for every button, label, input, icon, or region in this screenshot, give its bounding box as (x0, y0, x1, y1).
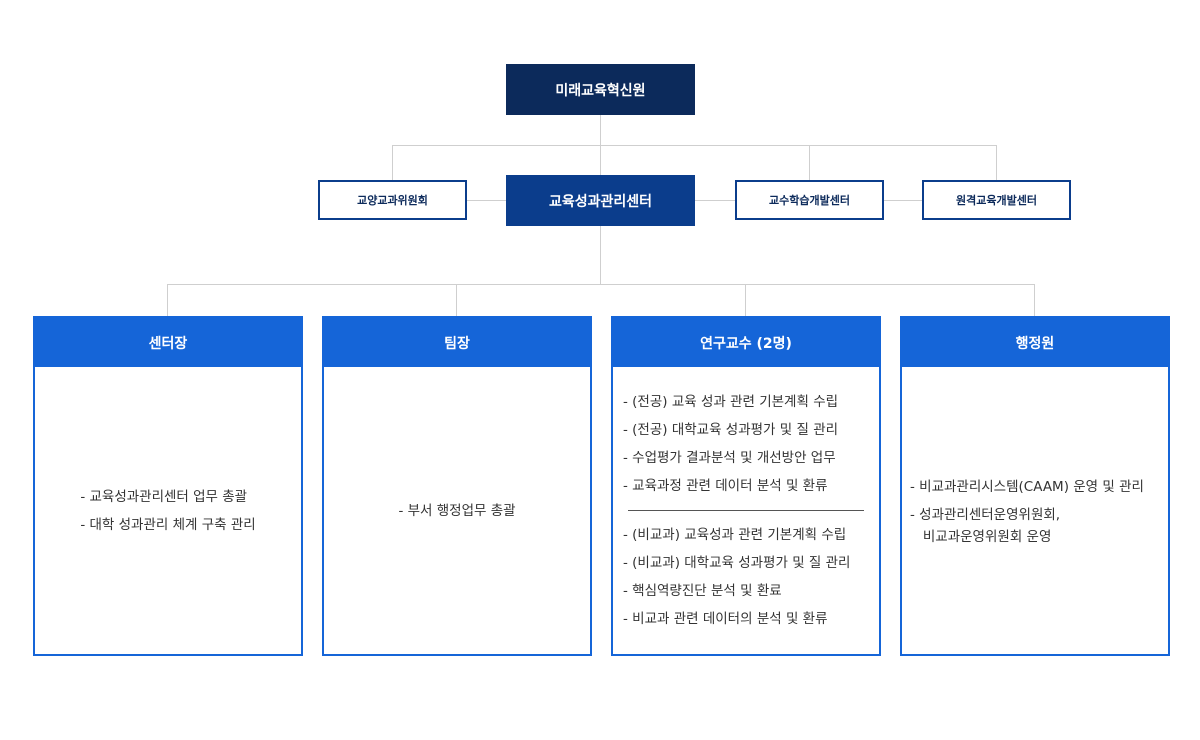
role-card-body: - 부서 행정업무 총괄 (324, 367, 590, 654)
duty-item: - 대학 성과관리 체계 구축 관리 (80, 516, 256, 533)
role-card-body: - 교육성과관리센터 업무 총괄 - 대학 성과관리 체계 구축 관리 (35, 367, 301, 654)
role-card-research-professor: 연구교수 (2명) - (전공) 교육 성과 관련 기본계획 수립 - (전공)… (611, 316, 881, 656)
top-org-label: 미래교육혁신원 (555, 82, 646, 99)
connector-lower-horizontal (167, 284, 1035, 285)
connector-drop-card-1 (167, 284, 168, 316)
duty-item: - 비교과관리시스템(CAAM) 운영 및 관리 (910, 479, 1144, 495)
role-card-title: 센터장 (148, 335, 188, 352)
duty-item: - (비교과) 대학교육 성과평가 및 질 관리 (623, 555, 851, 571)
side-org-box-right-1: 교수학습개발센터 (735, 180, 884, 220)
connector-mid-horizontal (467, 200, 923, 201)
duty-item: - 비교과 관련 데이터의 분석 및 환류 (623, 611, 828, 627)
duty-item: - 핵심역량진단 분석 및 환료 (623, 583, 782, 599)
duty-item-multiline: - 성과관리센터운영위원회, 비교과운영위원회 운영 (910, 507, 1061, 545)
side-org-label-right-1: 교수학습개발센터 (769, 194, 850, 207)
center-org-label: 교육성과관리센터 (548, 193, 653, 210)
role-card-header: 행정원 (902, 318, 1168, 367)
side-org-label-right-2: 원격교육개발센터 (956, 194, 1037, 207)
role-card-header: 팀장 (324, 318, 590, 367)
role-card-header: 연구교수 (2명) (613, 318, 879, 367)
connector-drop-card-4 (1034, 284, 1035, 316)
duty-item: - 부서 행정업무 총괄 (398, 502, 516, 519)
connector-drop-card-2 (456, 284, 457, 316)
duty-item: - 교육과정 관련 데이터 분석 및 환류 (623, 478, 828, 494)
role-card-body: - (전공) 교육 성과 관련 기본계획 수립 - (전공) 대학교육 성과평가… (613, 367, 879, 654)
connector-drop-card-3 (745, 284, 746, 316)
top-org-box: 미래교육혁신원 (506, 64, 695, 115)
connector-drop-right-2 (996, 145, 997, 180)
role-card-title: 연구교수 (2명) (700, 335, 792, 352)
role-card-team-leader: 팀장 - 부서 행정업무 총괄 (322, 316, 592, 656)
role-card-header: 센터장 (35, 318, 301, 367)
side-org-box-right-2: 원격교육개발센터 (922, 180, 1071, 220)
role-card-administrator: 행정원 - 비교과관리시스템(CAAM) 운영 및 관리 - 성과관리센터운영위… (900, 316, 1170, 656)
role-card-center-head: 센터장 - 교육성과관리센터 업무 총괄 - 대학 성과관리 체계 구축 관리 (33, 316, 303, 656)
center-org-box: 교육성과관리센터 (506, 175, 695, 226)
duty-item: - (비교과) 교육성과 관련 기본계획 수립 (623, 527, 847, 543)
connector-upper-horizontal (392, 145, 997, 146)
group-divider (628, 510, 864, 511)
role-card-body: - 비교과관리시스템(CAAM) 운영 및 관리 - 성과관리센터운영위원회, … (902, 367, 1168, 654)
connector-center-down (600, 226, 601, 284)
duty-item: - 교육성과관리센터 업무 총괄 (80, 488, 248, 505)
connector-drop-right-1 (809, 145, 810, 180)
connector-drop-left (392, 145, 393, 180)
side-org-box-left: 교양교과위원회 (318, 180, 467, 220)
duty-item: - (전공) 대학교육 성과평가 및 질 관리 (623, 422, 839, 438)
duty-item: - 수업평가 결과분석 및 개선방안 업무 (623, 450, 836, 466)
side-org-label-left: 교양교과위원회 (357, 194, 428, 207)
duty-item: - (전공) 교육 성과 관련 기본계획 수립 (623, 394, 839, 410)
role-card-title: 팀장 (444, 335, 470, 352)
role-card-title: 행정원 (1015, 335, 1055, 352)
